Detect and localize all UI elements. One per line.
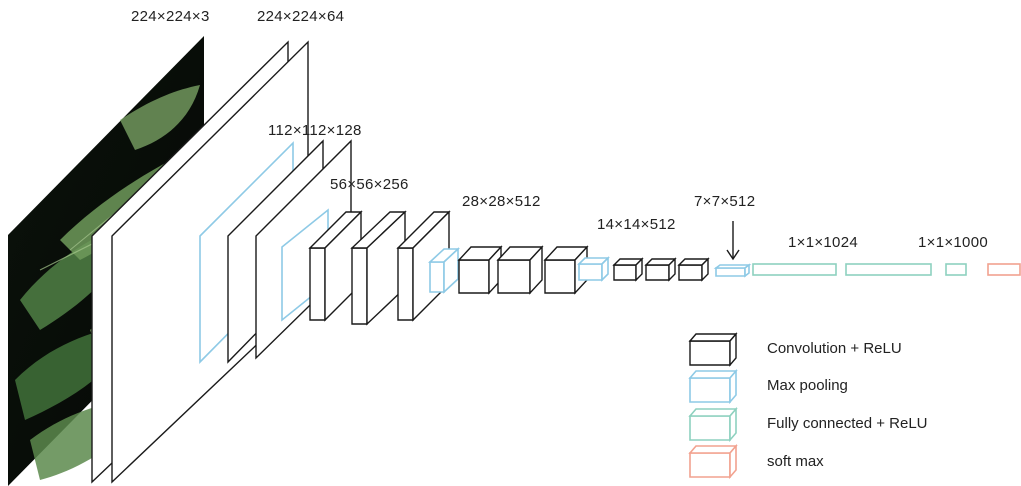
label-1x1x1024: 1×1×1024	[788, 234, 858, 251]
label-56x56x256: 56×56×256	[330, 176, 409, 193]
legend-label-conv: Convolution + ReLU	[767, 340, 902, 357]
fc-layer-1	[753, 264, 836, 275]
conv-block-4	[459, 247, 587, 293]
legend-label-pool: Max pooling	[767, 377, 848, 394]
label-224x224x3: 224×224×3	[131, 8, 210, 25]
legend-label-softmax: soft max	[767, 453, 824, 470]
label-7x7x512: 7×7×512	[694, 193, 755, 210]
label-1x1x1000: 1×1×1000	[918, 234, 988, 251]
label-14x14x512: 14×14×512	[597, 216, 676, 233]
fc-layer-3	[946, 264, 966, 275]
label-28x28x512: 28×28×512	[462, 193, 541, 210]
label-224x224x64: 224×224×64	[257, 8, 344, 25]
pool-layer-5	[716, 265, 749, 276]
legend-icon-softmax	[690, 446, 736, 477]
conv-block-3	[310, 212, 449, 324]
legend-icon-pool	[690, 371, 736, 402]
legend-label-fc: Fully connected + ReLU	[767, 415, 928, 432]
arrow-7x7-indicator	[727, 221, 739, 259]
fc-layer-2	[846, 264, 931, 275]
pool-layer-4	[579, 258, 608, 280]
legend-icon-conv	[690, 334, 736, 365]
legend-icon-fc	[690, 409, 736, 440]
conv-block-5	[614, 259, 708, 280]
label-112x112x128: 112×112×128	[268, 122, 362, 139]
softmax-layer	[988, 264, 1020, 275]
